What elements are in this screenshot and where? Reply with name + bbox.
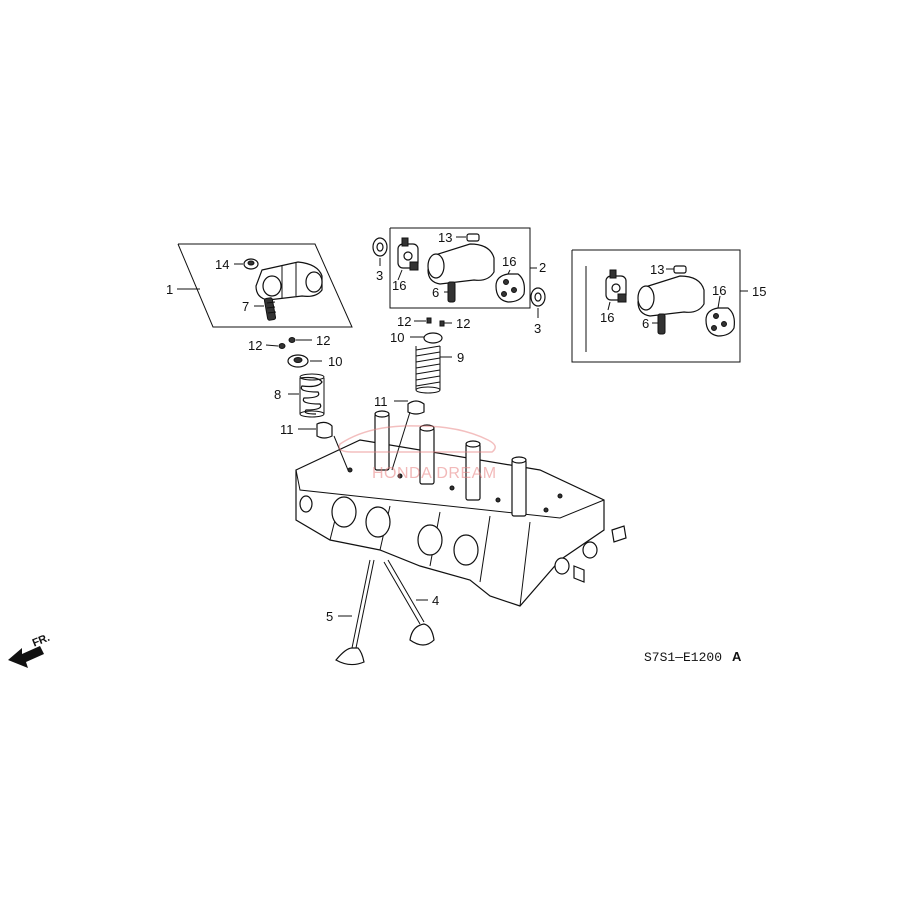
- callout-6-b: 6: [642, 316, 649, 331]
- rocker-arm-15[interactable]: [637, 275, 705, 317]
- callout-labels: 1 14 7 12 12 10 8 11 3 16 13 6 16 2 3 12…: [166, 230, 766, 624]
- callout-11-b: 11: [374, 394, 388, 409]
- cylinder-head[interactable]: [295, 410, 627, 607]
- front-direction-arrow: FR.: [8, 632, 52, 668]
- callout-4: 4: [432, 593, 439, 608]
- callout-12-a: 12: [248, 338, 262, 353]
- part-13-pin-b[interactable]: [673, 265, 687, 274]
- callout-10-b: 10: [390, 330, 404, 345]
- part-7-pin[interactable]: [263, 297, 277, 321]
- group-2-frame: [389, 227, 531, 309]
- diagram-code: S7S1—E1200 A: [644, 649, 742, 665]
- diagram-code-suffix: A: [732, 649, 742, 664]
- callout-15: 15: [752, 284, 766, 299]
- part-4-exhaust-valve[interactable]: [383, 559, 435, 646]
- part-3-washer-upper[interactable]: [372, 237, 388, 257]
- callout-7: 7: [242, 299, 249, 314]
- part-14-nut[interactable]: [243, 258, 259, 270]
- callout-13-a: 13: [438, 230, 452, 245]
- callout-11-a: 11: [280, 422, 294, 437]
- part-11-valve-seal-right[interactable]: [407, 400, 425, 415]
- part-3-washer-lower[interactable]: [530, 287, 546, 307]
- callout-3-a: 3: [376, 268, 383, 283]
- part-12-keepers-left[interactable]: [278, 337, 296, 349]
- callout-12-d: 12: [456, 316, 470, 331]
- group-15-frame: [571, 249, 741, 363]
- part-12-keepers-right[interactable]: [426, 317, 445, 327]
- callout-12-b: 12: [316, 333, 330, 348]
- diagram-code-text: S7S1—E1200: [644, 650, 722, 665]
- callout-14: 14: [215, 257, 229, 272]
- part-16-cam-follower-d[interactable]: [705, 307, 735, 337]
- front-label: FR.: [31, 632, 52, 650]
- callout-1: 1: [166, 282, 173, 297]
- part-16-cam-follower-a[interactable]: [397, 237, 419, 271]
- watermark-text: HONDA DREAM: [372, 465, 497, 482]
- watermark-logo: HONDA DREAM: [338, 425, 497, 482]
- rocker-arm-2[interactable]: [427, 243, 495, 285]
- part-10-retainer-right[interactable]: [423, 332, 443, 344]
- part-16-cam-follower-b[interactable]: [495, 273, 525, 303]
- callout-10-a: 10: [328, 354, 342, 369]
- part-6-spring-a[interactable]: [447, 281, 456, 303]
- part-6-spring-b[interactable]: [657, 313, 666, 335]
- callout-5: 5: [326, 609, 333, 624]
- callout-8: 8: [274, 387, 281, 402]
- callout-6-a: 6: [432, 285, 439, 300]
- group-1-frame: [177, 243, 353, 328]
- part-13-pin-a[interactable]: [466, 233, 480, 242]
- part-16-cam-follower-c[interactable]: [605, 269, 627, 303]
- callout-12-c: 12: [397, 314, 411, 329]
- part-8-valve-spring-left[interactable]: [299, 373, 325, 418]
- rocker-arm-assembly-1[interactable]: [255, 261, 323, 301]
- leader-lines: [177, 236, 748, 617]
- part-10-retainer-left[interactable]: [287, 354, 309, 368]
- callout-16-c: 16: [600, 310, 614, 325]
- callout-2: 2: [539, 260, 546, 275]
- part-11-valve-seal-left[interactable]: [316, 421, 333, 439]
- callout-16-a: 16: [392, 278, 406, 293]
- callout-9: 9: [457, 350, 464, 365]
- callout-3-b: 3: [534, 321, 541, 336]
- part-9-valve-spring-right[interactable]: [415, 345, 441, 394]
- callout-13-b: 13: [650, 262, 664, 277]
- part-5-intake-valve[interactable]: [335, 559, 375, 666]
- callout-16-b: 16: [502, 254, 516, 269]
- callout-16-d: 16: [712, 283, 726, 298]
